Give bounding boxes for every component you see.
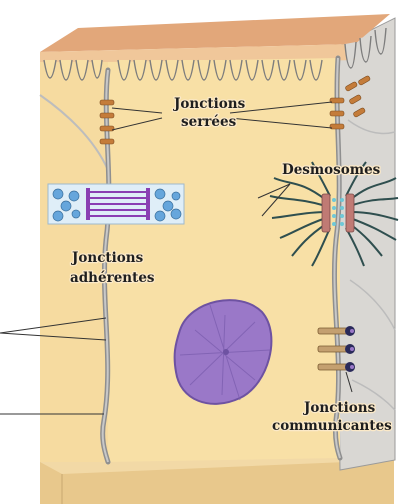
label-gap-junctions-2: communicantes bbox=[272, 418, 392, 434]
label-tight-junctions-2: serrées bbox=[181, 114, 237, 130]
adherens-junction-inset bbox=[48, 184, 184, 224]
label-adherens-junctions-2: adhérentes bbox=[70, 270, 155, 286]
label-adherens-junctions-1: Jonctions bbox=[71, 250, 144, 266]
label-tight-junctions-1: Jonctions bbox=[173, 96, 246, 112]
gap-junctions bbox=[318, 326, 355, 372]
label-desmosomes: Desmosomes bbox=[282, 162, 381, 178]
label-gap-junctions-1: Jonctions bbox=[303, 400, 376, 416]
